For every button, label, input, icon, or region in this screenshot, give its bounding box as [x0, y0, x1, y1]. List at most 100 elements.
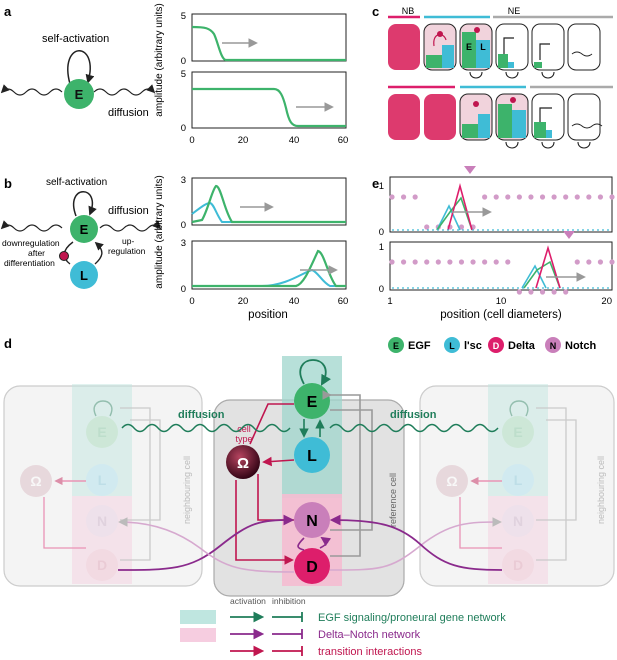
- e-plot1-egf: [436, 196, 473, 231]
- e-notch-dot: [505, 194, 511, 200]
- d-right-d: D: [513, 557, 523, 573]
- d-right-e: E: [513, 424, 522, 440]
- a-xticks: 0 20 40 60: [189, 135, 348, 146]
- e-xtick-1: 1: [387, 296, 392, 307]
- b-plot1-frame: [191, 177, 347, 226]
- d-neighbour-left-label: neighbouring cell: [182, 456, 192, 524]
- legend-notch: Notch: [565, 340, 596, 352]
- legend-l-letter: L: [449, 341, 455, 351]
- d-cell-type-2: type: [235, 434, 252, 444]
- e-notch-dot: [389, 259, 395, 265]
- e-notch-dot: [574, 259, 580, 265]
- b-plot2-yzero: 0: [181, 284, 186, 295]
- e-notch-dot: [400, 259, 407, 265]
- e-plot2-y0: 0: [379, 284, 384, 295]
- e-notch-dot: [528, 194, 534, 200]
- legend-egf: EGF: [408, 340, 431, 352]
- d-right-l: L: [514, 472, 523, 488]
- legend-dn-text: Delta–Notch network: [318, 629, 421, 641]
- a-plot2-ytop: 5: [181, 69, 186, 80]
- panel-label-c: c: [372, 4, 379, 19]
- a-plot2-frame: [191, 71, 347, 129]
- e-notch-dot: [412, 194, 418, 200]
- e-notch-dot: [493, 194, 499, 200]
- panel-label-e: e: [372, 176, 379, 191]
- e-notch-dot: [424, 224, 430, 230]
- d-right-delta-to-notch: [329, 514, 503, 571]
- e-xtick-20: 20: [601, 296, 612, 307]
- e-notch-dot: [482, 259, 488, 265]
- c-e-letter: E: [466, 42, 472, 52]
- d-node-e-label: E: [307, 394, 318, 411]
- e-plot2-frame: [389, 241, 613, 291]
- b-node-l: [70, 261, 98, 289]
- e-xlabel: position (cell diameters): [440, 309, 562, 321]
- b-plot1-yzero: 0: [181, 220, 186, 231]
- b-plot1-egf-curve: [191, 184, 346, 224]
- e-notch-dot: [574, 194, 580, 200]
- b-plot2-frame: [191, 240, 347, 290]
- b-ylabel: amplitude (arbitrary units): [154, 175, 165, 288]
- a-self-activation-label: self-activation: [42, 33, 109, 45]
- d-cell-type-1: cell: [237, 424, 251, 434]
- c-row-2: [388, 93, 603, 149]
- b-plot1-lsc-curve: [191, 201, 346, 223]
- b-up-text-1: up-: [122, 236, 134, 246]
- legend-inhibition: inhibition: [272, 596, 306, 606]
- c-row2-cell-1: [388, 94, 420, 140]
- a-xtick-3: 60: [338, 135, 349, 146]
- e-notch-dot: [609, 259, 615, 265]
- d-reference-label: reference cell: [388, 473, 398, 527]
- a-diffusion-right: [93, 84, 156, 96]
- panel-a: a self-activation E diffusion amplitude …: [0, 3, 348, 146]
- b-self-activation-label: self-activation: [46, 177, 107, 188]
- d-right-cell: [419, 385, 615, 587]
- c-nb-label: NB: [402, 6, 415, 16]
- panel-e: e 1 0 1 0 1 10 20 position (cell diamete…: [372, 166, 615, 321]
- b-node-e: [70, 215, 98, 243]
- d-diffusion-left-label: diffusion: [178, 409, 225, 421]
- d-node-e: [294, 383, 330, 419]
- panel-b: b self-activation diffusion E L downregu…: [0, 175, 348, 321]
- e-plot1-frame: [389, 176, 613, 233]
- legend-d-letter: D: [493, 341, 500, 351]
- e-series-group: [389, 182, 615, 295]
- b-down-text-2: after: [28, 248, 45, 258]
- e-notch-dot: [482, 194, 488, 200]
- d-node-omega-label: Ω: [237, 455, 249, 472]
- b-diffusion-label: diffusion: [108, 205, 149, 217]
- legend-delta: Delta: [508, 340, 536, 352]
- b-xtick-0: 0: [189, 296, 194, 307]
- panel-label-d: d: [4, 336, 12, 351]
- e-notch-dot: [458, 259, 465, 265]
- e-notch-dot: [586, 194, 592, 200]
- legend-dn-swatch: [180, 628, 216, 642]
- b-plot2-egf-curve: [192, 249, 346, 288]
- a-node-e-label: E: [75, 87, 84, 102]
- e-plot2-delta: [535, 245, 561, 289]
- e-plot1-marker: [464, 166, 476, 174]
- a-xtick-1: 20: [238, 135, 249, 146]
- b-up-text-2: regulation: [108, 246, 146, 256]
- d-node-l: [294, 437, 330, 473]
- a-self-activation-arrow: [67, 50, 95, 85]
- d-node-l-label: L: [307, 448, 317, 465]
- d-neighbour-right-label: neighbouring cell: [596, 456, 606, 524]
- e-notch-dot: [539, 289, 546, 295]
- e-notch-dot: [470, 259, 476, 265]
- e-notch-dot: [458, 224, 465, 230]
- a-plot2-curve: [192, 87, 346, 128]
- e-notch-dot: [516, 194, 522, 200]
- a-xtick-0: 0: [189, 135, 194, 146]
- d-omega-d-arrow: [235, 480, 294, 565]
- e-notch-dot: [400, 194, 407, 200]
- d-left-l: L: [98, 472, 107, 488]
- legend-lsc: l'sc: [464, 340, 482, 352]
- a-plot2-yzero: 0: [181, 123, 186, 134]
- a-plot1-yzero: 0: [181, 56, 186, 67]
- b-down-text-1: downregulation: [2, 238, 60, 248]
- d-ref-delta-to-right-notch: [329, 517, 502, 571]
- e-plot2-y1: 1: [379, 242, 384, 253]
- b-xticks: 0 20 40 60: [189, 296, 348, 307]
- b-xtick-1: 20: [238, 296, 249, 307]
